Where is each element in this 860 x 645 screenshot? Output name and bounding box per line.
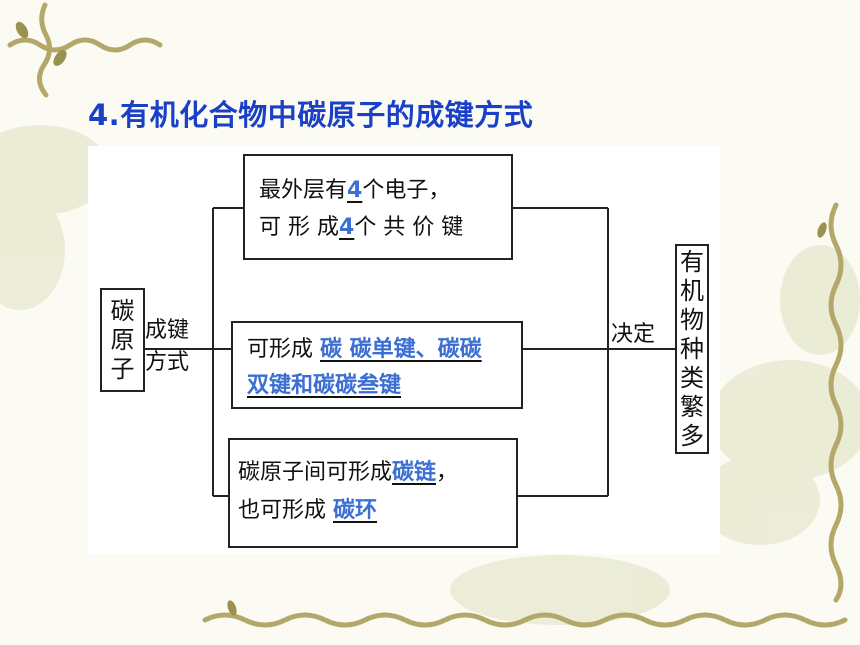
answer-four-electrons: 4 [347,178,363,203]
variety-char: 机 [680,276,704,305]
decide-label: 决定 [611,322,656,347]
valence-electron-box: 最外层有4个电子， 可 形 成4个 共 价 键 [243,154,513,260]
carbon-skeleton-box: 碳原子间可形成碳链， 也可形成 碳环 [228,438,518,548]
answer-four-bonds: 4 [339,215,355,240]
box3-line1: 碳原子间可形成碳链， [238,460,459,485]
box2-line2: 双键和碳碳叁键 [247,373,401,399]
variety-char: 类 [680,363,704,392]
page-title: 4.有机化合物中碳原子的成键方式 [88,98,534,132]
bonding-mode-label-line1: 成键 [145,318,190,343]
variety-char: 种 [680,334,704,363]
variety-char: 多 [680,421,704,450]
answer-bond-types-part1: 碳 碳单键、碳碳 [320,337,482,362]
box2-line1: 可形成 碳 碳单键、碳碳 [247,337,482,362]
bonding-mode-label-line2: 方式 [145,350,190,375]
box3-line2: 也可形成 碳环 [238,498,378,523]
carbon-atom-box: 碳 原 子 [100,288,145,392]
box1-line2: 可 形 成4个 共 价 键 [259,215,464,240]
carbon-atom-char: 碳 [110,296,135,325]
organic-variety-box: 有 机 物 种 类 繁 多 [675,244,709,454]
carbon-atom-char: 原 [110,325,135,354]
connector-lines [143,207,675,497]
answer-bond-types-part2: 双键和碳碳叁键 [247,373,402,398]
variety-char: 物 [680,305,704,334]
variety-char: 有 [680,247,704,276]
box1-line1: 最外层有4个电子， [259,178,451,203]
carbon-atom-char: 子 [110,354,135,383]
variety-char: 繁 [680,392,704,421]
diagram-panel: 碳 原 子 成键 方式 最外层有4个电子， 可 形 成4个 共 价 键 可形成 … [88,146,720,554]
answer-carbon-chain: 碳链 [392,460,437,485]
answer-carbon-ring: 碳环 [333,498,378,523]
carbon-bond-types-box: 可形成 碳 碳单键、碳碳 双键和碳碳叁键 [231,321,523,409]
